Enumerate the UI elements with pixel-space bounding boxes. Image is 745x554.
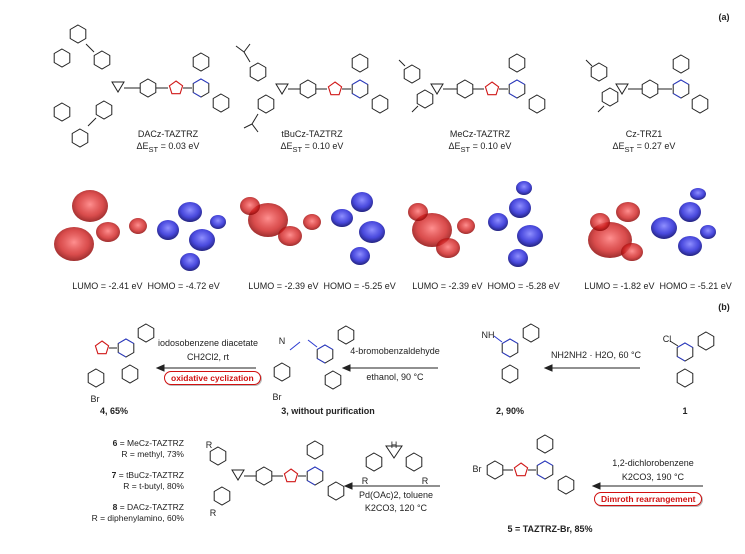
step5-catalyst: Pd(OAc)2, toluene <box>358 490 434 500</box>
compound-label-dacz-taztrz: DACz-TAZTRZ ΔEST = 0.03 eV <box>136 129 200 154</box>
orbital-energies-2: LUMO = -2.39 eV HOMO = -5.28 eV <box>412 281 560 291</box>
compound-1 <box>669 331 715 388</box>
orbital-energies-3: LUMO = -2.39 eV HOMO = -5.25 eV <box>248 281 396 291</box>
compound-number-4: 4, 65% <box>99 406 129 416</box>
compound-5 <box>486 434 575 495</box>
dimroth-rearrangement-pill: Dimroth rearrangement <box>594 492 703 506</box>
step5-conditions: K2CO3, 120 °C <box>364 503 428 513</box>
compound-3 <box>273 325 355 390</box>
product-8: 8 = DACz-TAZTRZ R = diphenylamino, 60% <box>91 502 184 523</box>
compound-number-1: 1 <box>682 406 688 416</box>
structure-mecz-taztrz <box>398 53 546 114</box>
orbital-map-2 <box>408 181 543 267</box>
orbital-map-1 <box>588 188 716 261</box>
structure-tbucz-taztrz <box>235 43 389 133</box>
step3-reagent: iodosobenzene diacetate <box>157 338 259 348</box>
product-structure <box>209 440 345 506</box>
structure-dacz-taztrz <box>53 24 230 148</box>
compound-number-5: 5 = TAZTRZ-Br, 85% <box>507 524 593 534</box>
step2-conditions: ethanol, 90 °C <box>366 372 424 382</box>
oxidative-cyclization-pill: oxidative cyclization <box>164 371 261 385</box>
product-r-top: R <box>205 440 213 450</box>
step2-reagent: 4-bromobenzaldehyde <box>350 346 440 356</box>
carbazole-r-left: R <box>361 476 369 486</box>
carbazole-r-right: R <box>421 476 429 486</box>
hydrazone-n-label: N <box>278 336 286 346</box>
chloro-label: Cl <box>662 334 672 344</box>
compound-label-tbucz-taztrz: tBuCz-TAZTRZ ΔEST = 0.10 eV <box>280 129 344 154</box>
step4-solvent: 1,2-dichlorobenzene <box>612 458 694 468</box>
product-7: 7 = tBuCz-TAZTRZ R = t-butyl, 80% <box>111 470 184 491</box>
step1-conditions: NH2NH2 · H2O, 60 °C <box>550 350 642 360</box>
compound-number-2: 2, 90% <box>495 406 525 416</box>
step3-conditions: CH2Cl2, rt <box>186 352 229 362</box>
panel-label-a: (a) <box>718 12 730 22</box>
carbazole-nh-label: H <box>390 440 398 450</box>
compound-4 <box>87 323 155 388</box>
structure-cz-trz1 <box>585 54 709 114</box>
reaction-arrows <box>155 364 703 490</box>
step4-conditions: K2CO3, 190 °C <box>621 472 685 482</box>
product-r-bottom: R <box>209 508 217 518</box>
bromo-label-3: Br <box>272 392 282 402</box>
bromo-label-4: Br <box>90 394 100 404</box>
panel-label-b: (b) <box>718 302 730 312</box>
bromo-label-5: Br <box>472 464 482 474</box>
amine-label: NH <box>481 330 495 340</box>
compound-number-3: 3, without purification <box>281 406 375 416</box>
orbital-energies-1: LUMO = -1.82 eV HOMO = -5.21 eV <box>584 281 732 291</box>
compound-label-cz-trz1: Cz-TRZ1 ΔEST = 0.27 eV <box>612 129 676 154</box>
orbital-map-4 <box>54 190 226 271</box>
orbital-energies-4: LUMO = -2.41 eV HOMO = -4.72 eV <box>72 281 220 291</box>
compound-label-mecz-taztrz: MeCz-TAZTRZ ΔEST = 0.10 eV <box>448 129 512 154</box>
orbital-map-3 <box>240 192 385 265</box>
product-6: 6 = MeCz-TAZTRZ R = methyl, 73% <box>112 438 184 459</box>
compound-2 <box>493 323 540 384</box>
carbazole-reagent <box>365 445 423 472</box>
